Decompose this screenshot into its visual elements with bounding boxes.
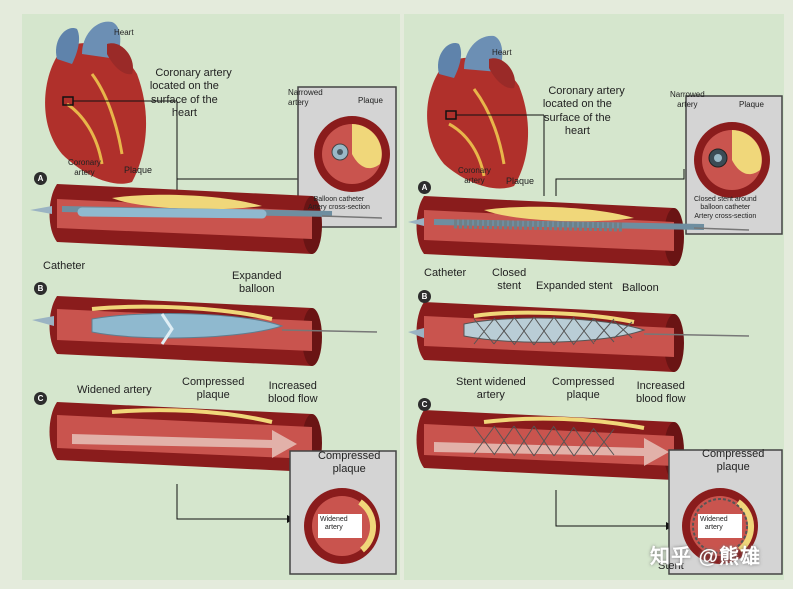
step-b-badge: B — [418, 290, 431, 303]
inset-compressed-plaque-label: Compressed plaque — [318, 450, 381, 476]
closed-stent-label: Closed stent — [492, 267, 527, 293]
artery-step-b — [32, 296, 378, 366]
artery-step-c — [49, 402, 322, 472]
catheter-label: Catheter — [43, 260, 86, 272]
expanded-stent-label: Expanded stent — [536, 280, 613, 292]
narrowed-artery-label: Narrowed artery — [288, 88, 323, 107]
artery-step-a — [408, 196, 750, 266]
artery-step-a — [30, 184, 383, 254]
heart-illustration — [427, 35, 545, 196]
increased-blood-flow-label: Increased blood flow — [636, 380, 686, 406]
plaque-label: Plaque — [506, 176, 535, 186]
coronary-artery-title: Coronary artery located on the surface o… — [542, 85, 625, 137]
heart-illustration — [45, 21, 178, 184]
narrowed-artery-label: Narrowed artery — [670, 90, 705, 109]
compressed-plaque-label: Compressed plaque — [552, 376, 615, 402]
inset-plaque-label: Plaque — [739, 100, 764, 109]
balloon-angioplasty-panel: Heart Coronary artery located on the sur… — [22, 14, 400, 580]
compressed-plaque-label: Compressed plaque — [182, 376, 245, 402]
widened-artery-label: Widened artery — [77, 384, 152, 396]
balloon-label: Balloon — [622, 282, 659, 294]
plaque-label: Plaque — [124, 165, 153, 175]
coronary-artery-label: Coronary artery — [68, 158, 101, 177]
increased-blood-flow-label: Increased blood flow — [268, 380, 318, 406]
top-cross-section-inset — [297, 86, 397, 228]
balloon-catheter-caption: Balloon catheter Artery cross-section — [308, 196, 370, 212]
coronary-artery-title: Coronary artery located on the surface o… — [149, 67, 232, 119]
stent-placement-illustration — [408, 35, 783, 575]
top-cross-section-inset — [685, 95, 783, 235]
inset-widened-artery-label: Widened artery — [320, 516, 348, 532]
artery-step-b — [408, 302, 750, 372]
coronary-artery-label: Coronary artery — [458, 166, 491, 185]
step-c-badge: C — [418, 398, 431, 411]
inset-compressed-plaque-label: Compressed plaque — [702, 448, 765, 474]
artery-step-c — [416, 410, 684, 480]
bottom-cross-section-inset — [668, 449, 783, 575]
step-a-badge: A — [418, 181, 431, 194]
heart-label: Heart — [492, 48, 512, 57]
expanded-balloon-label: Expanded balloon — [232, 270, 282, 296]
bottom-cross-section-inset — [289, 450, 397, 575]
catheter-label: Catheter — [424, 267, 467, 279]
closed-stent-caption: Closed stent around balloon catheter Art… — [694, 196, 757, 220]
balloon-angioplasty-illustration — [30, 21, 397, 575]
inset-plaque-label: Plaque — [358, 96, 383, 105]
inset-widened-artery-label: Widened artery — [700, 516, 728, 532]
stent-label: Stent — [658, 560, 684, 572]
stent-widened-artery-label: Stent widened artery — [456, 376, 526, 402]
step-a-badge: A — [34, 172, 47, 185]
step-c-badge: C — [34, 392, 47, 405]
watermark: 知乎 @熊雄 — [650, 546, 762, 568]
stent-placement-panel: Heart Coronary artery located on the sur… — [404, 14, 784, 580]
heart-label: Heart — [114, 28, 134, 37]
step-b-badge: B — [34, 282, 47, 295]
